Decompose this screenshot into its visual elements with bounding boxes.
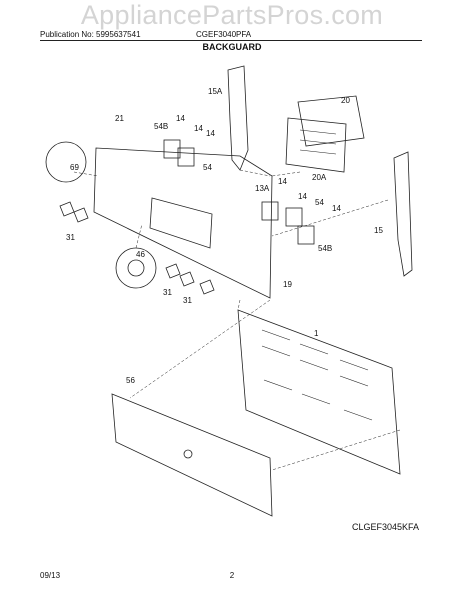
callout-31-left: 31 <box>66 233 75 242</box>
callout-14-f: 14 <box>332 204 341 213</box>
switch-54b-mid <box>297 225 315 245</box>
callout-46: 46 <box>136 250 145 259</box>
switch-54-mid <box>285 207 303 227</box>
knob-31-d <box>179 271 195 287</box>
switch-54-top <box>177 147 195 167</box>
callout-13a: 13A <box>255 184 270 193</box>
callout-14-c: 14 <box>206 129 215 138</box>
callout-31-bottom-b: 31 <box>183 296 192 305</box>
callout-21: 21 <box>115 114 124 123</box>
control-board-20 <box>297 95 365 147</box>
knob-31-c <box>165 263 181 279</box>
callout-54-top: 54 <box>203 163 212 172</box>
callout-20: 20 <box>341 96 350 105</box>
footer-date: 09/13 <box>40 571 61 580</box>
callout-69: 69 <box>70 163 79 172</box>
callout-19: 19 <box>283 280 292 289</box>
callout-14-b: 14 <box>194 124 203 133</box>
diagram-code: CLGEF3045KFA <box>352 522 420 532</box>
backguard-panel-19 <box>93 147 273 299</box>
callout-14-a: 14 <box>176 114 185 123</box>
switch-54b-top <box>163 139 181 159</box>
callout-31-bottom-a: 31 <box>163 288 172 297</box>
callout-54b-top: 54B <box>154 122 168 131</box>
callout-1: 1 <box>314 329 319 338</box>
callout-54b-mid: 54B <box>318 244 332 253</box>
callout-54-mid: 54 <box>315 198 324 207</box>
callout-15a: 15A <box>208 87 223 96</box>
exploded-parts-diagram: 21 54B 14 14 14 54 15A 20 20A 69 13A 14 … <box>45 65 413 517</box>
header-rule <box>40 40 422 41</box>
knob-31-e <box>199 279 215 295</box>
knob-31-b <box>73 207 89 223</box>
publication-number: Publication No: 5995637541 <box>40 30 141 39</box>
side-bracket-15a <box>227 65 249 171</box>
callout-56: 56 <box>126 376 135 385</box>
callout-14-e: 14 <box>298 192 307 201</box>
watermark: AppliancePartsPros.com <box>80 0 384 30</box>
callout-14-d: 14 <box>278 177 287 186</box>
overlay-20a <box>285 117 347 173</box>
lower-panel-56 <box>111 393 273 517</box>
back-panel-1 <box>237 309 401 475</box>
section-title: BACKGUARD <box>202 42 262 52</box>
callout-20a: 20A <box>312 173 327 182</box>
callout-15: 15 <box>374 226 383 235</box>
footer-page: 2 <box>229 571 235 580</box>
side-bracket-15 <box>393 151 413 277</box>
switch-13a <box>261 201 279 221</box>
model-number: CGEF3040PFA <box>196 30 252 39</box>
knob-31-a <box>59 201 75 217</box>
detail-69 <box>45 141 87 183</box>
